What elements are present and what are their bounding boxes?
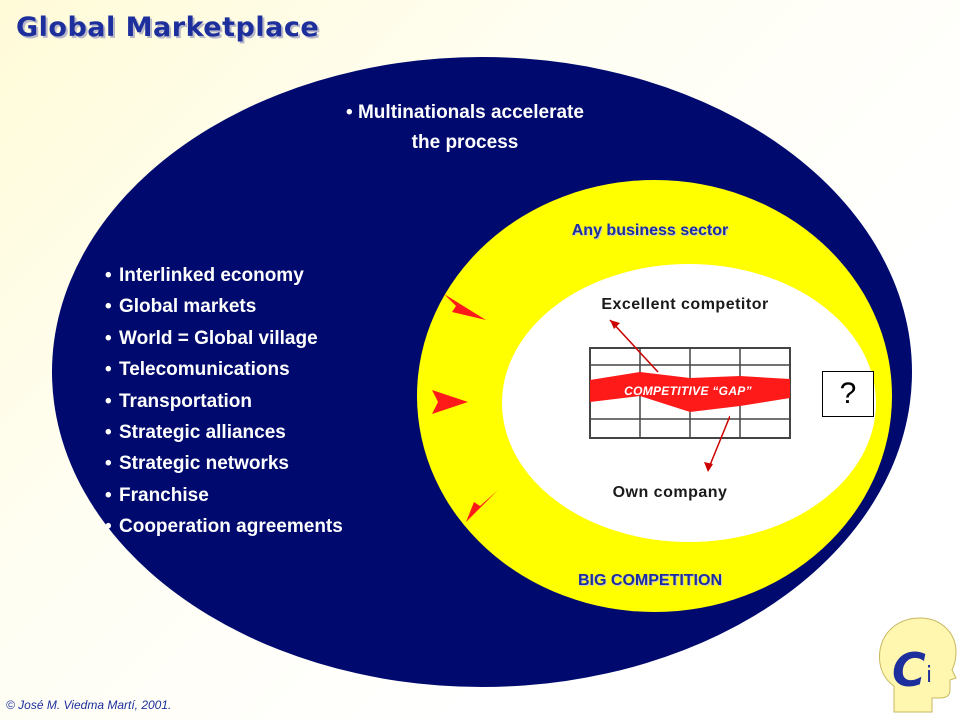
list-item: •Telecomunications: [105, 359, 290, 381]
list-item: •Interlinked economy: [105, 265, 304, 286]
competitive-gap-label: COMPETITIVE “GAP”: [624, 384, 752, 398]
pressure-arrow-middle-icon: [432, 390, 468, 414]
list-item: •Strategic networks: [105, 453, 289, 475]
list-item: •Cooperation agreements: [105, 516, 343, 538]
ci-head-logo-icon: C i: [879, 617, 957, 713]
svg-text:C: C: [892, 643, 926, 697]
excellent-competitor-label: Excellent competitor: [601, 296, 769, 313]
question-mark-box: ?: [822, 371, 874, 417]
list-item: •Transportation: [105, 390, 253, 412]
multinationals-line-2: the process: [411, 132, 519, 153]
list-item: •Franchise: [105, 484, 209, 506]
own-company-label: Own company: [612, 484, 728, 501]
copyright-text: © José M. Viedma Martí, 2001.: [6, 698, 172, 712]
multinationals-headline: • Multinationals accelerate the process: [300, 98, 630, 158]
globalization-factors-list: •Interlinked economy •Global markets •Wo…: [105, 260, 343, 543]
list-item: •Global markets: [105, 296, 257, 318]
connector-lines: [609, 319, 730, 472]
pressure-arrow-upper-icon: [444, 294, 486, 320]
page-title: Global Marketplace: [16, 12, 320, 43]
pressure-arrow-lower-icon: [466, 490, 498, 522]
list-item: •Strategic alliances: [105, 421, 286, 443]
big-competition-label: BIG COMPETITION: [578, 572, 722, 589]
any-business-sector-label: Any business sector: [571, 222, 729, 239]
svg-text:i: i: [926, 663, 932, 688]
multinationals-line-1: • Multinationals accelerate: [346, 102, 584, 123]
gap-band: [590, 372, 790, 412]
list-item: •World = Global village: [105, 327, 318, 349]
competitive-gap-grid: [589, 347, 791, 439]
